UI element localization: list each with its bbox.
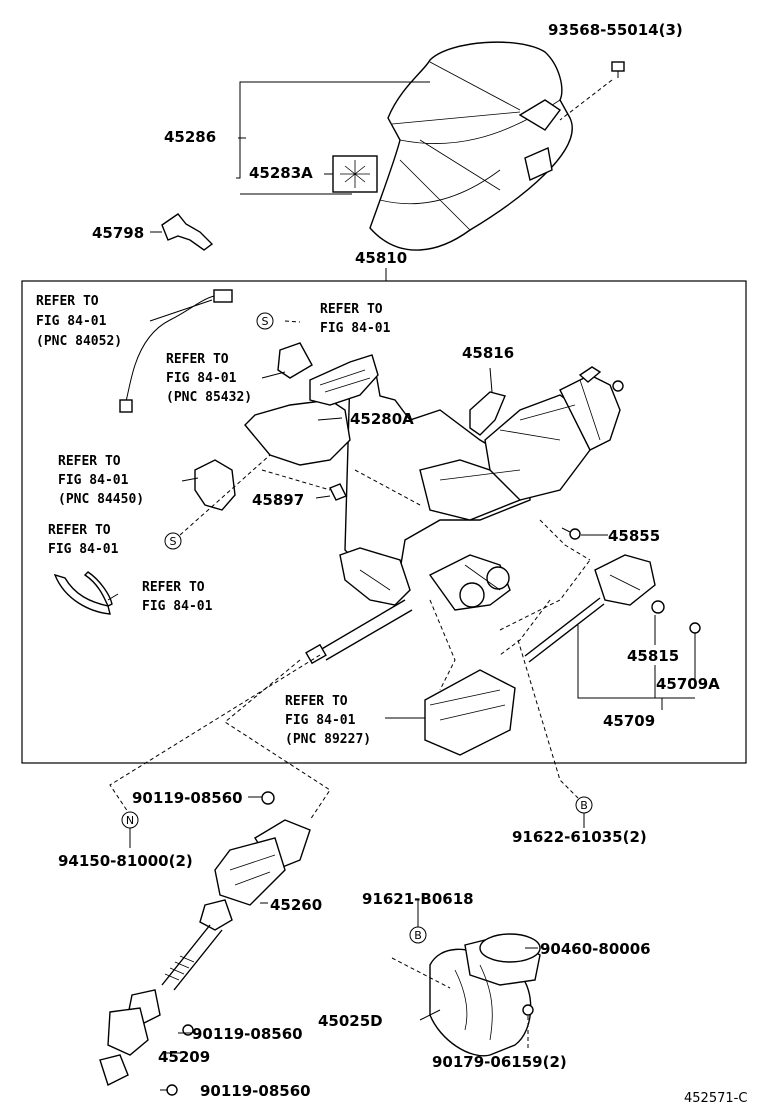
bracket-45816-drawing — [469, 391, 506, 436]
refer-84052-line3: (PNC 84052) — [36, 334, 122, 349]
boot-45025d-drawing — [429, 933, 541, 1057]
refer-85432-line2: FIG 84-01 — [166, 371, 237, 386]
label-45815: 45815 — [627, 647, 679, 665]
refer-84450-line3: (PNC 84450) — [58, 492, 144, 507]
tag-n-letter: N — [126, 814, 134, 827]
refer-band-line2: FIG 84-01 — [142, 599, 213, 614]
refer-84450-line1: REFER TO — [58, 454, 121, 469]
universal-joint-45209-drawing — [99, 989, 194, 1096]
label-91621: 91621-B0618 — [362, 890, 474, 908]
upper-housing-45280a-drawing — [244, 342, 379, 466]
tag-s-top-letter: S — [262, 315, 269, 328]
refer-s-top-line1: REFER TO — [320, 302, 383, 317]
tag-s-left: S — [164, 532, 182, 550]
refer-85432-line3: (PNC 85432) — [166, 390, 252, 405]
label-90179: 90179-06159(2) — [432, 1053, 567, 1071]
refer-84052-line2: FIG 84-01 — [36, 314, 107, 329]
label-91622: 91622-61035(2) — [512, 828, 647, 846]
label-94150: 94150-81000(2) — [58, 852, 193, 870]
clamp-band-drawing — [53, 571, 113, 615]
assembly-box-45810 — [21, 280, 747, 764]
bolt-45855-drawing — [561, 527, 581, 540]
label-45855: 45855 — [608, 527, 660, 545]
tag-b-right-letter: B — [580, 799, 588, 812]
sensor-cable-drawing — [119, 289, 233, 413]
figure-code: 452571-C — [684, 1091, 747, 1106]
screw-93568-drawing — [559, 61, 625, 121]
refer-84052-line1: REFER TO — [36, 294, 99, 309]
label-45709: 45709 — [603, 712, 655, 730]
refer-band-line1: REFER TO — [142, 580, 205, 595]
intermediate-shaft-45260-drawing — [161, 791, 311, 991]
label-90460: 90460-80006 — [540, 940, 651, 958]
tag-b-right: B — [575, 796, 593, 814]
label-45798: 45798 — [92, 224, 144, 242]
tag-s-top: S — [256, 312, 274, 330]
refer-89227-line1: REFER TO — [285, 694, 348, 709]
refer-s-left-line1: REFER TO — [48, 523, 111, 538]
refer-s-left-line2: FIG 84-01 — [48, 542, 119, 557]
label-45283a: 45283A — [249, 164, 313, 182]
bracket-45798-drawing — [161, 213, 214, 251]
tilt-lever-assembly-drawing — [524, 554, 701, 663]
tag-b-lower-letter: B — [414, 929, 422, 942]
switch-84450-drawing — [194, 459, 236, 511]
label-90119-mid: 90119-08560 — [192, 1025, 303, 1043]
refer-89227-line2: FIG 84-01 — [285, 713, 356, 728]
tag-b-lower: B — [409, 926, 427, 944]
label-45025d: 45025D — [318, 1012, 383, 1030]
label-45286: 45286 — [164, 128, 216, 146]
label-45897: 45897 — [252, 491, 304, 509]
steering-column-drawing — [305, 359, 624, 665]
label-45280a: 45280A — [350, 410, 414, 428]
column-cover-drawing — [369, 41, 573, 251]
cover-insert-45283a-drawing — [332, 155, 378, 193]
label-45260: 45260 — [270, 896, 322, 914]
label-45810: 45810 — [355, 249, 407, 267]
refer-84450-line2: FIG 84-01 — [58, 473, 129, 488]
refer-s-top-line2: FIG 84-01 — [320, 321, 391, 336]
label-93568: 93568-55014(3) — [548, 21, 683, 39]
label-90119-top: 90119-08560 — [132, 789, 243, 807]
label-45709a: 45709A — [656, 675, 720, 693]
label-45816: 45816 — [462, 344, 514, 362]
label-90119-bottom: 90119-08560 — [200, 1082, 311, 1100]
label-45209: 45209 — [158, 1048, 210, 1066]
refer-85432-line1: REFER TO — [166, 352, 229, 367]
tag-n: N — [121, 811, 139, 829]
pin-45897-drawing — [329, 483, 347, 501]
refer-89227-line3: (PNC 89227) — [285, 732, 371, 747]
tag-s-left-letter: S — [170, 535, 177, 548]
ecu-89227-drawing — [424, 669, 516, 756]
